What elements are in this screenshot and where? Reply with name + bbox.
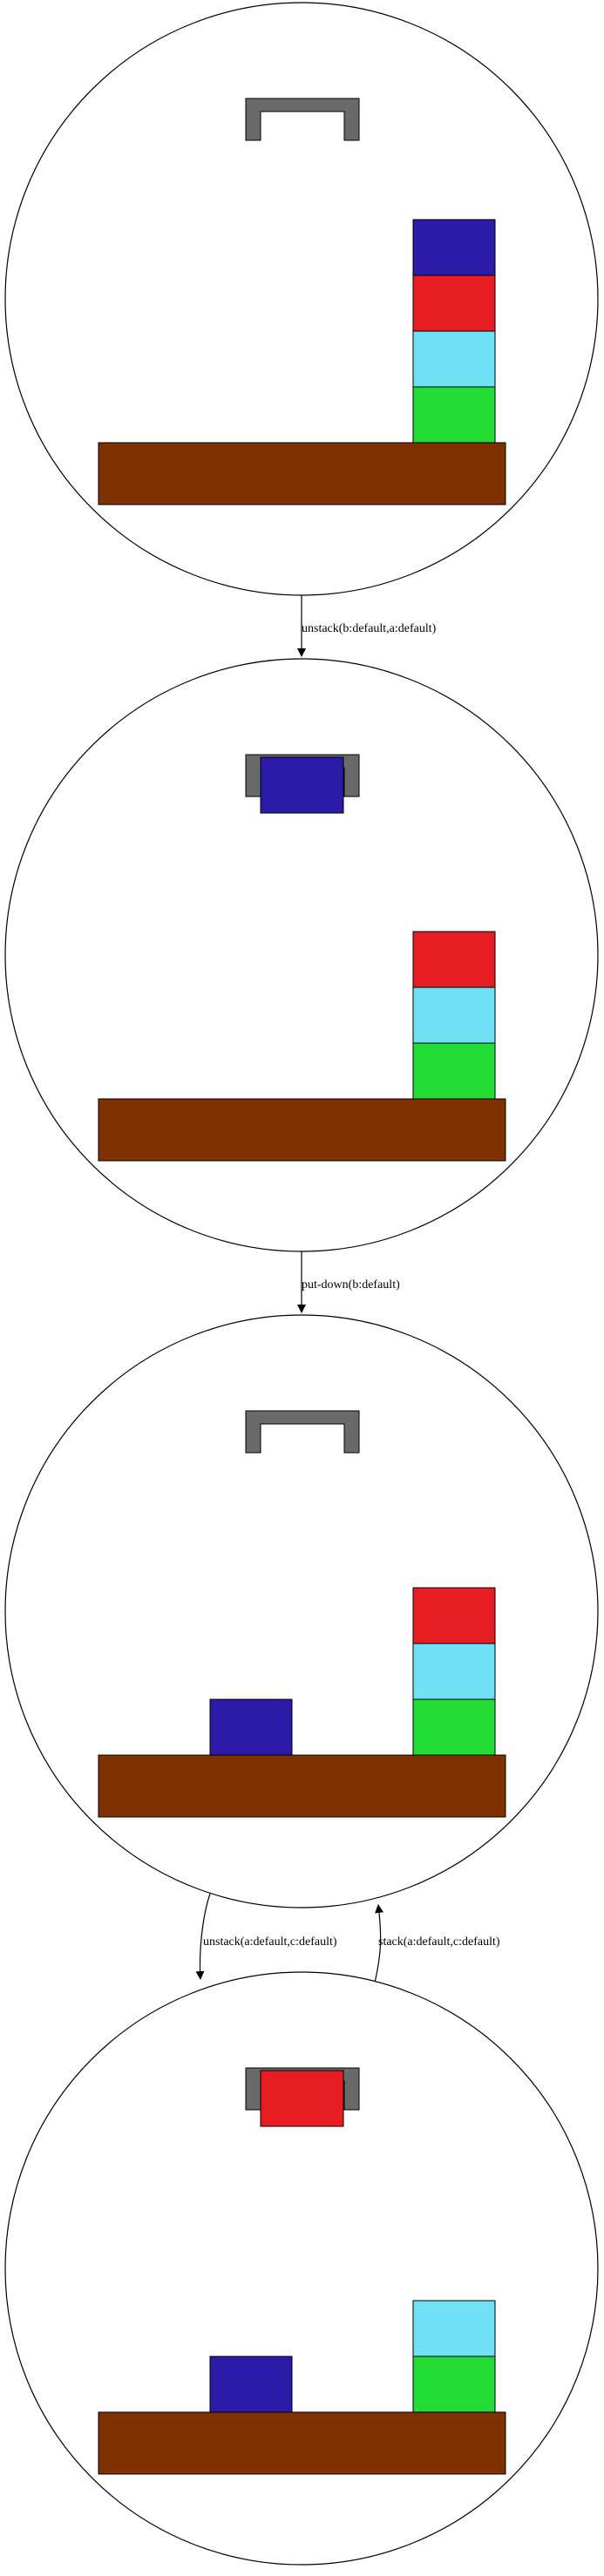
table	[98, 1754, 506, 1818]
gripper-icon	[245, 1410, 360, 1454]
red-block	[412, 931, 496, 988]
blue-block	[412, 219, 496, 276]
red-block	[412, 1587, 496, 1644]
transition-edge-3: unstack(a:default,c:default)	[195, 1893, 337, 1980]
held-blue-block	[260, 756, 344, 814]
red-block	[412, 275, 496, 332]
blue-block	[209, 1698, 293, 1756]
edge-label: stack(a:default,c:default)	[378, 1935, 500, 1949]
green-block	[412, 1698, 496, 1756]
gripper-icon	[245, 98, 360, 141]
table	[98, 2411, 506, 2475]
state-node-1	[4, 2, 599, 596]
green-block	[412, 2356, 496, 2413]
state-circle	[4, 2, 599, 596]
table	[98, 442, 506, 505]
state-circle	[4, 1314, 599, 1908]
edge-arrow	[374, 1904, 384, 1983]
cyan-block	[412, 2300, 496, 2357]
state-node-4	[4, 1971, 599, 2566]
edge-label: unstack(a:default,c:default)	[203, 1935, 337, 1949]
transition-edge-1: unstack(b:default,a:default)	[297, 595, 437, 657]
state-circle	[4, 1971, 599, 2566]
table	[98, 1098, 506, 1162]
blue-block	[209, 2356, 293, 2413]
edge-label: put-down(b:default)	[302, 1278, 400, 1291]
transition-edge-2: put-down(b:default)	[297, 1251, 400, 1313]
held-red-block	[260, 2070, 344, 2127]
edge-arrow	[195, 1893, 211, 1980]
cyan-block	[412, 1643, 496, 1700]
state-circle	[4, 658, 599, 1252]
cyan-block	[412, 986, 496, 1044]
nodes-layer	[4, 2, 599, 2566]
green-block	[412, 386, 496, 444]
edge-label: unstack(b:default,a:default)	[302, 622, 437, 635]
cyan-block	[412, 330, 496, 388]
edges-layer: unstack(b:default,a:default) put-down(b:d…	[195, 595, 500, 1983]
state-node-2	[4, 658, 599, 1252]
transition-edge-4: stack(a:default,c:default)	[374, 1904, 500, 1983]
state-node-3	[4, 1314, 599, 1908]
green-block	[412, 1042, 496, 1100]
